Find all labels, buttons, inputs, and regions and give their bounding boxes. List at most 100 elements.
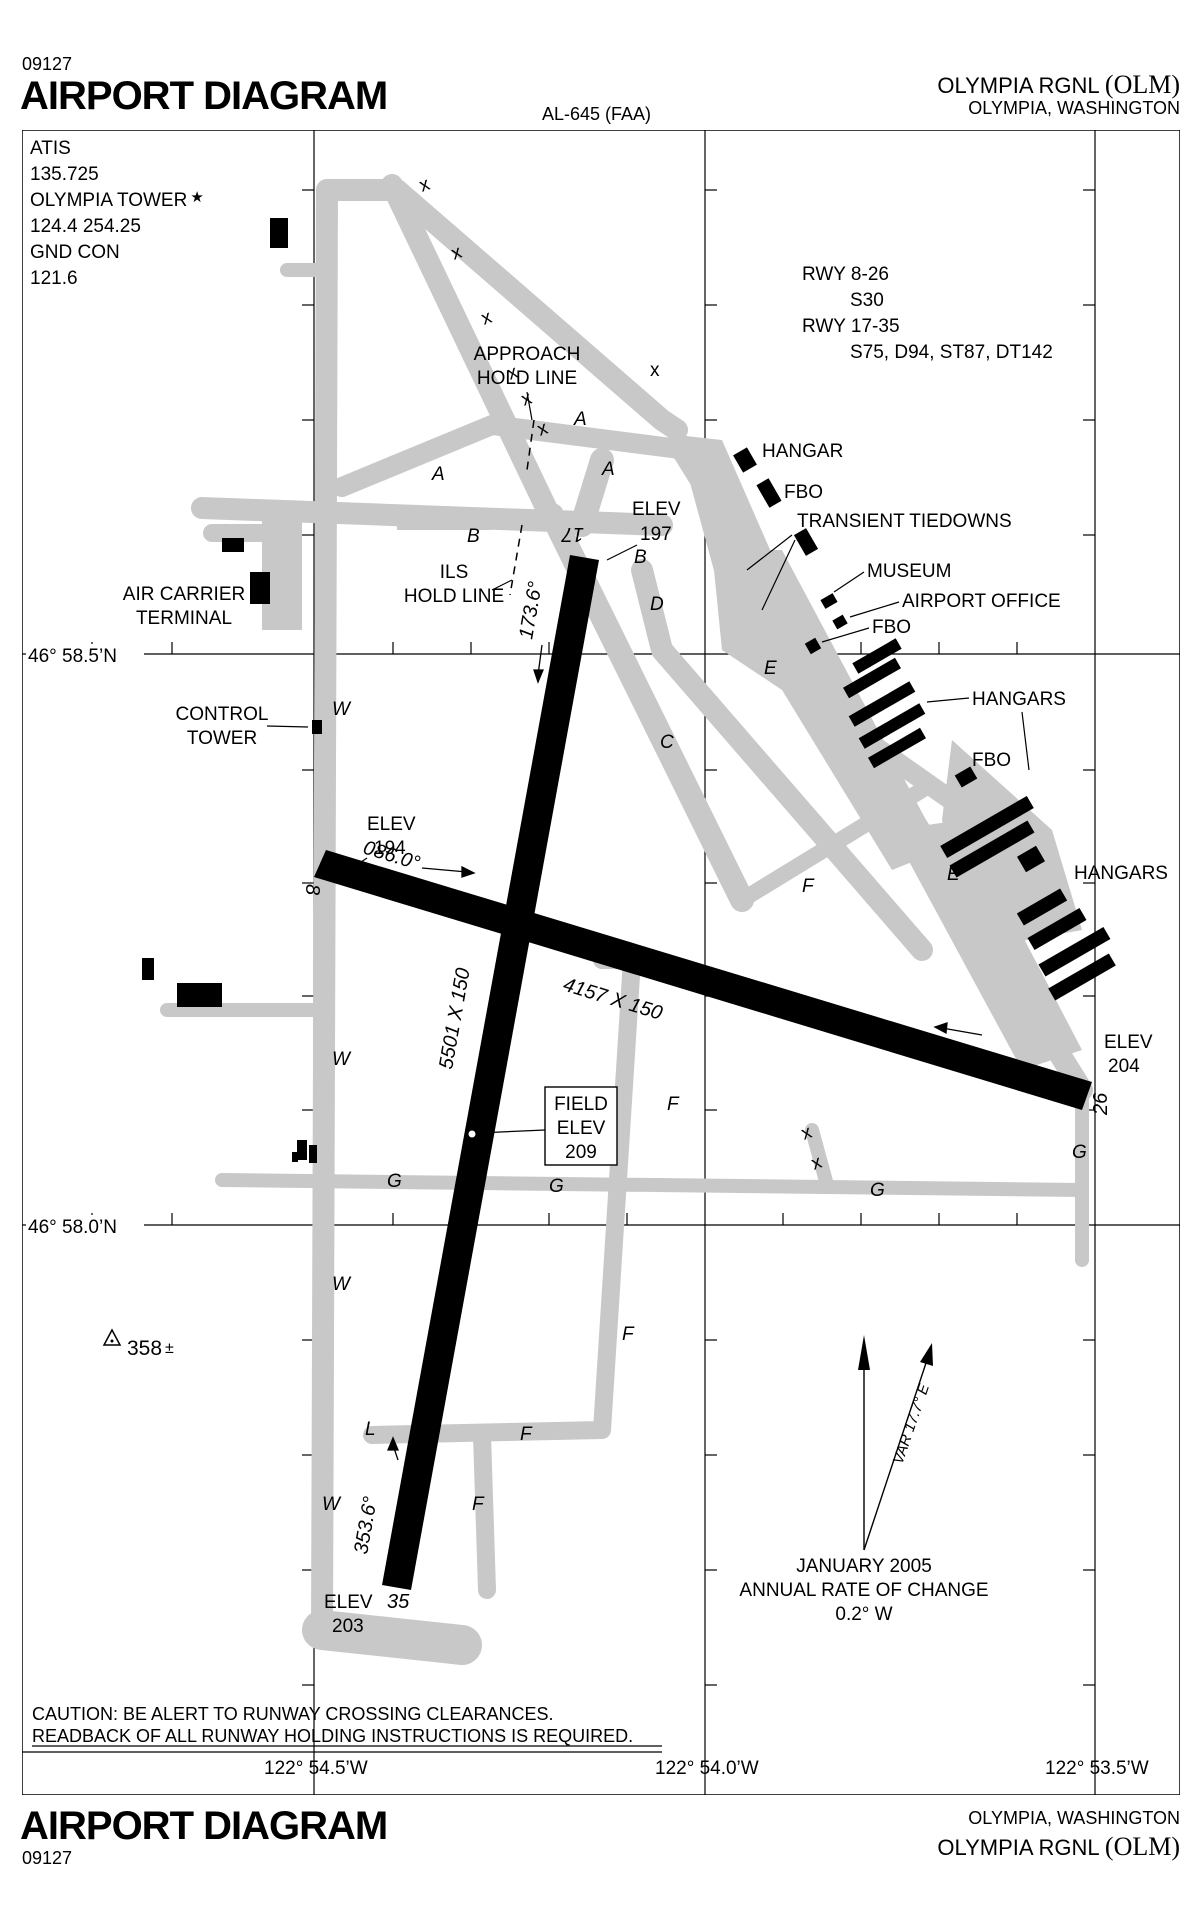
taxiway-label-e: E [764, 658, 777, 679]
hangars-label-1: HANGARS [972, 689, 1066, 710]
tower-frequencies: 124.4 254.25 [30, 216, 141, 237]
annual-rate-value: 0.2° W [835, 1604, 892, 1625]
lon-mid-label: 122° 54.0’W [655, 1758, 759, 1779]
obstacle-elevation-value: 358 [127, 1337, 162, 1360]
rwy26-elev-label: ELEV [1104, 1032, 1153, 1053]
taxiway-label-f: F [667, 1094, 680, 1115]
control-tower-label-2: TOWER [187, 728, 257, 749]
runway-17-35 [382, 555, 599, 1590]
taxiway-label-w: W [332, 1049, 352, 1070]
taxiway-label-f: F [622, 1324, 635, 1345]
field-elev-value: 209 [565, 1142, 597, 1163]
magnetic-date: JANUARY 2005 [796, 1556, 932, 1577]
taxiway-label-b: B [634, 547, 647, 568]
rwy1-strength-value: S30 [850, 290, 884, 311]
airport-code: (OLM) [1104, 70, 1180, 99]
procedure-number: 09127 [22, 54, 73, 74]
buildings [142, 218, 1116, 1163]
lon-west-label: 122° 54.5’W [264, 1758, 368, 1779]
hangars-label-2: HANGARS [1074, 863, 1168, 884]
field-elevation-box [544, 1086, 618, 1166]
airport-name-text: OLYMPIA RGNL [937, 73, 1099, 98]
taxiway-label-g: G [870, 1180, 885, 1201]
tower-label-text: OLYMPIA TOWER [30, 190, 187, 211]
fbo-label-1: FBO [784, 482, 823, 503]
lon-east-label: 122° 53.5’W [1045, 1758, 1149, 1779]
approach-hold-label-1: APPROACH [474, 344, 581, 365]
taxiway-label-a: A [431, 464, 445, 485]
frequency-block: ATIS 135.725 OLYMPIA TOWER★ 124.4 254.25… [30, 138, 204, 289]
runway-26-number: 26 [1090, 1092, 1112, 1116]
hangar-label: HANGAR [762, 441, 843, 462]
taxiway-label-c: C [660, 732, 674, 753]
footer-location: OLYMPIA, WASHINGTON [968, 1808, 1180, 1828]
runway-8-26 [314, 850, 1092, 1110]
elevations: ELEV 197 ELEV 194 ELEV 204 ELEV 203 FIEL… [102, 499, 1153, 1637]
rwy35-elev-label: ELEV [324, 1592, 373, 1613]
taxiway-label-g: G [549, 1176, 564, 1197]
page-title: AIRPORT DIAGRAM [20, 74, 388, 118]
caution-notice: CAUTION: BE ALERT TO RUNWAY CROSSING CLE… [22, 1704, 662, 1753]
runway-35-number: 35 [387, 1591, 410, 1613]
svg-text:x: x [650, 360, 660, 381]
rwy17-elev-label: ELEV [632, 499, 681, 520]
obstacle-icon [102, 1328, 122, 1346]
airport-diagram-chart: x x x x x x x x x [22, 130, 1180, 1795]
grid-ticks [91, 189, 1095, 1686]
airport-location: OLYMPIA, WASHINGTON [968, 98, 1180, 118]
rwy8-elev-label: ELEV [367, 814, 416, 835]
transient-tiedowns-label: TRANSIENT TIEDOWNS [797, 511, 1012, 532]
taxiway-label-d: D [650, 594, 664, 615]
runway-17-number: 17 [561, 523, 584, 545]
coordinate-labels: 46° 58.5’N 46° 58.0’N 122° 54.5’W 122° 5… [26, 644, 1149, 1779]
obstacle-elevation: 358± [127, 1337, 174, 1360]
true-north-arrow-icon [858, 1335, 870, 1370]
facility-labels: APPROACH HOLD LINE ILS HOLD LINE AIR CAR… [123, 344, 1168, 884]
magnetic-north-arrow-icon [920, 1343, 933, 1366]
air-carrier-label-1: AIR CARRIER [123, 584, 245, 605]
field-elevation-point [468, 1130, 476, 1138]
rwy2-strength-value: S75, D94, ST87, DT142 [850, 342, 1053, 363]
caution-line-2: READBACK OF ALL RUNWAY HOLDING INSTRUCTI… [32, 1726, 633, 1746]
taxiway-label-w: W [332, 1274, 352, 1295]
rwy8-elev-value: 194 [374, 838, 406, 859]
control-tower-label-1: CONTROL [176, 704, 269, 725]
tower-star-icon: ★ [190, 189, 203, 206]
footer-title: AIRPORT DIAGRAM [20, 1804, 388, 1848]
rwy1-strength-label: RWY 8-26 [802, 264, 889, 285]
atis-label: ATIS [30, 138, 71, 159]
fbo-label-3: FBO [972, 750, 1011, 771]
hold-markers: x x x x x x x x x [417, 174, 826, 1175]
rwy17-elev-value: 197 [640, 524, 672, 545]
footer-airport-code: (OLM) [1104, 1832, 1180, 1861]
footer-airport-name-text: OLYMPIA RGNL [937, 1835, 1099, 1860]
ground-label: GND CON [30, 242, 120, 263]
taxiway-label-w: W [322, 1494, 342, 1515]
caution-line-1: CAUTION: BE ALERT TO RUNWAY CROSSING CLE… [32, 1704, 553, 1724]
taxiway-label-a: A [573, 409, 587, 430]
runway-8-number: 8 [301, 884, 323, 895]
airport-name: OLYMPIA RGNL (OLM) [937, 70, 1180, 100]
footer-airport-name: OLYMPIA RGNL (OLM) [937, 1832, 1180, 1862]
chart-id: AL-645 (FAA) [542, 104, 652, 124]
runway-strength-block: RWY 8-26 S30 RWY 17-35 S75, D94, ST87, D… [802, 264, 1053, 363]
obstacle-elevation-suffix: ± [165, 1340, 174, 1357]
fbo-label-2: FBO [872, 617, 911, 638]
air-carrier-label-2: TERMINAL [136, 608, 232, 629]
ground-frequency: 121.6 [30, 268, 78, 289]
museum-label: MUSEUM [867, 561, 951, 582]
ils-hold-label-1: ILS [440, 562, 469, 583]
field-elev-label-1: FIELD [554, 1094, 608, 1115]
heading-arrows [387, 644, 983, 1461]
ils-hold-label-2: HOLD LINE [404, 586, 504, 607]
taxiway-label-f: F [472, 1494, 485, 1515]
approach-hold-label-2: HOLD LINE [477, 368, 577, 389]
field-elev-label-2: ELEV [557, 1118, 606, 1139]
taxiway-label-g: G [1072, 1142, 1087, 1163]
annual-rate-label: ANNUAL RATE OF CHANGE [739, 1580, 988, 1601]
taxiway-label-w: W [332, 699, 352, 720]
taxiway-label-a: A [601, 459, 615, 480]
rwy35-elev-value: 203 [332, 1616, 364, 1637]
taxiway-label-f: F [802, 876, 815, 897]
rwy26-elev-value: 204 [1108, 1056, 1140, 1077]
